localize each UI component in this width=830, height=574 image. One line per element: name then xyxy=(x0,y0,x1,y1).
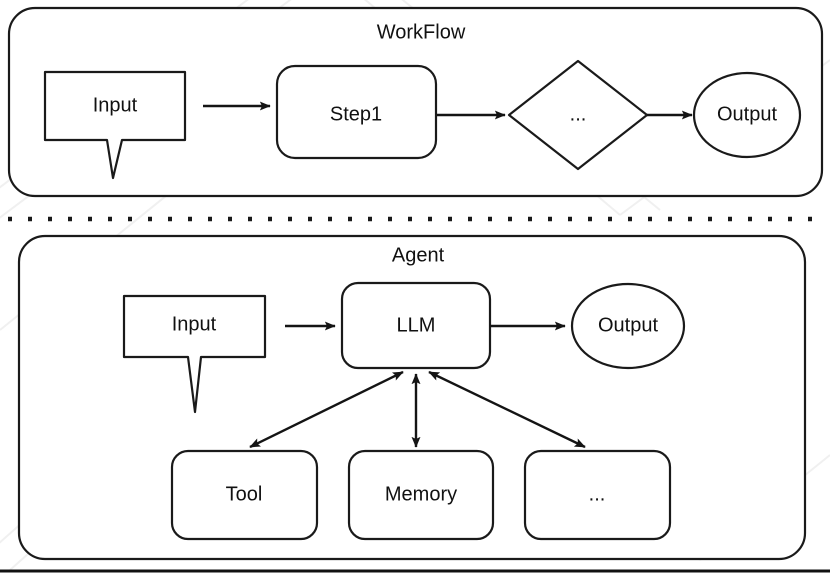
rounded-rect-shape-ag-more xyxy=(523,449,672,541)
ellipse-shape-ag-output xyxy=(570,282,686,370)
panel-agent-title: Agent xyxy=(392,244,445,266)
callout-shape-wf-input xyxy=(43,70,187,180)
node-ag-tool-label: Tool xyxy=(226,483,263,505)
node-wf-input[interactable]: Input xyxy=(43,70,187,180)
node-wf-more[interactable]: ... xyxy=(507,59,649,171)
node-wf-input-label: Input xyxy=(93,94,138,116)
node-ag-more[interactable]: ... xyxy=(523,449,672,541)
node-ag-llm-label: LLM xyxy=(397,314,436,336)
panel-workflow: WorkFlow Input Step1 ... xyxy=(7,6,824,198)
node-wf-step1[interactable]: Step1 xyxy=(275,64,438,160)
node-wf-output-label: Output xyxy=(717,103,777,125)
node-ag-memory-label: Memory xyxy=(385,483,457,505)
node-wf-step1-label: Step1 xyxy=(330,103,382,125)
connector-ag-llm-to-more xyxy=(428,370,586,449)
node-wf-more-label: ... xyxy=(570,103,587,125)
rounded-rect-shape-ag-memory xyxy=(347,449,495,541)
node-ag-llm[interactable]: LLM xyxy=(340,281,492,370)
diamond-shape-wf-more xyxy=(507,59,649,171)
node-ag-more-label: ... xyxy=(589,483,606,505)
node-ag-output-label: Output xyxy=(598,314,658,336)
panel-agent: Agent Input LLM Output xyxy=(17,234,807,561)
connector-ag-llm-to-tool xyxy=(249,370,404,449)
rounded-rect-shape-ag-tool xyxy=(170,449,319,541)
node-ag-tool[interactable]: Tool xyxy=(170,449,319,541)
node-ag-output[interactable]: Output xyxy=(570,282,686,370)
node-ag-input-label: Input xyxy=(172,313,217,335)
panel-workflow-title: WorkFlow xyxy=(377,21,466,43)
rounded-rect-shape-wf-step1 xyxy=(275,64,438,160)
node-wf-output[interactable]: Output xyxy=(692,71,802,159)
node-ag-memory[interactable]: Memory xyxy=(347,449,495,541)
node-ag-input[interactable]: Input xyxy=(122,294,267,414)
ellipse-shape-wf-output xyxy=(692,71,802,159)
callout-shape-ag-input xyxy=(122,294,267,414)
